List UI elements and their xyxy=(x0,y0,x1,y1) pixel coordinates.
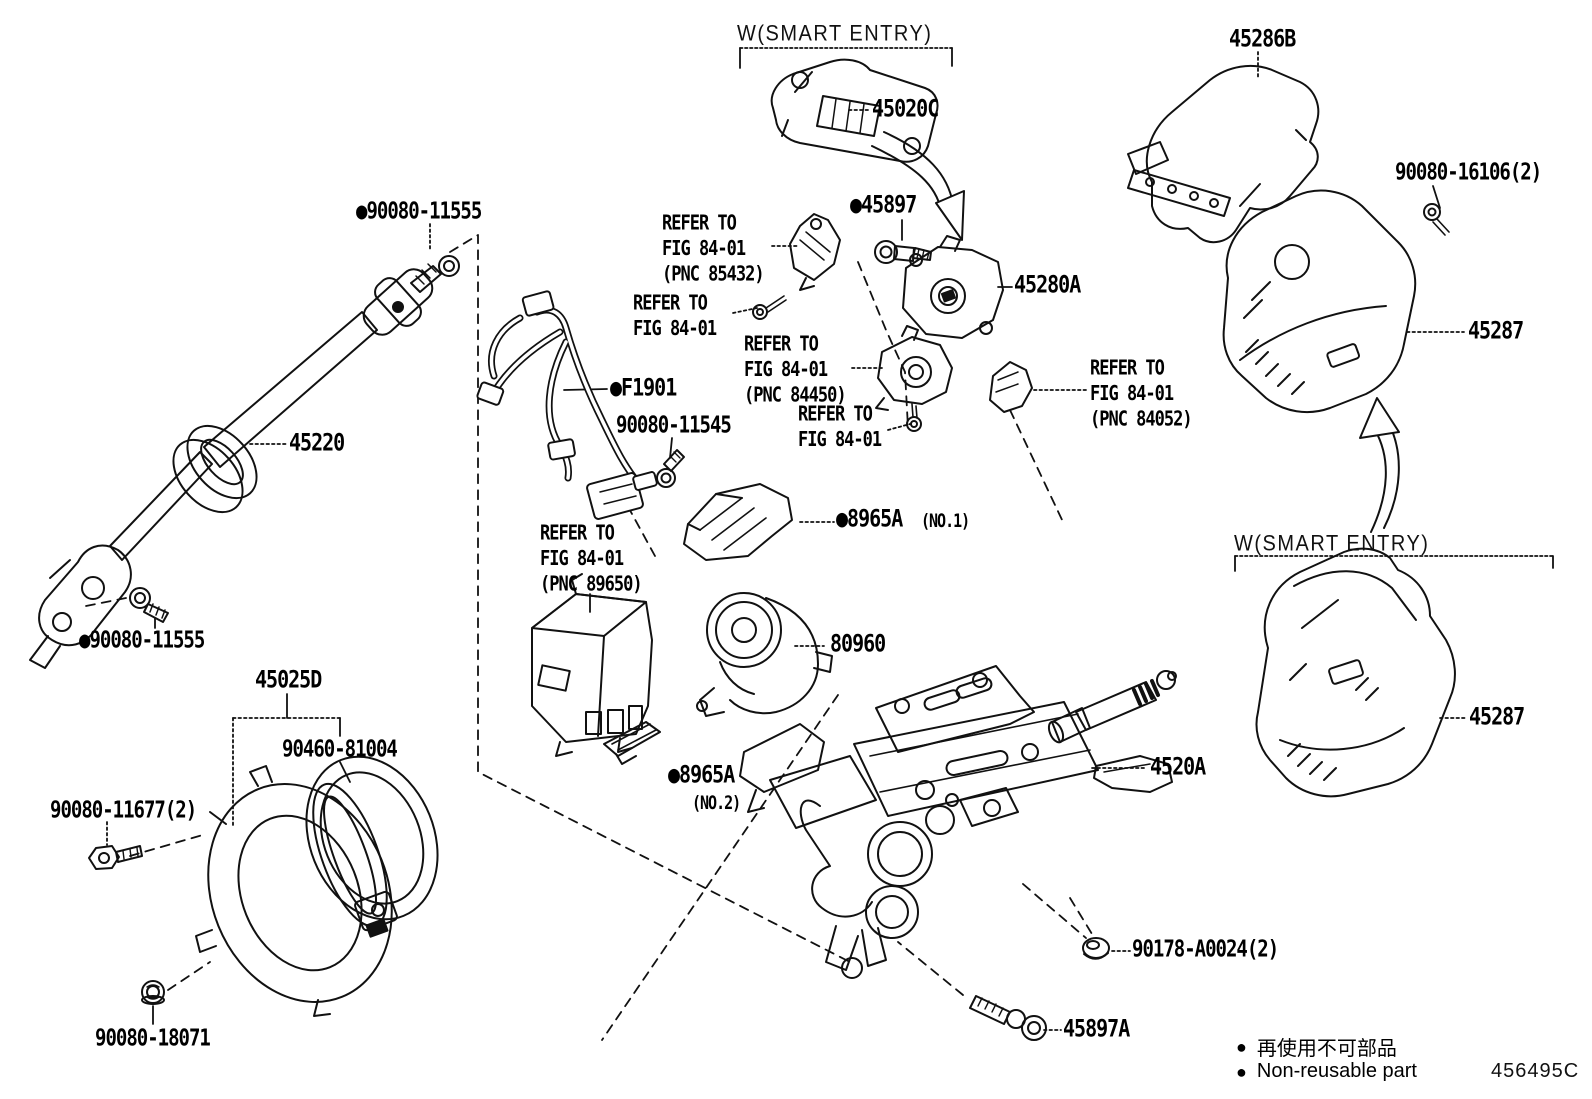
part-label-90080-11555-bottom: ●90080-11555 xyxy=(79,626,205,654)
refer-note-a: REFER TO FIG 84-01 xyxy=(633,291,717,342)
part-label-45025d: 45025D xyxy=(255,664,322,694)
install-direction-arrow-right xyxy=(1359,397,1400,533)
smart-entry-note-top: W(SMART ENTRY) xyxy=(737,22,933,47)
smart-entry-bracket-bottom xyxy=(1234,555,1554,572)
legend-non-reusable-en: ● Non-reusable part xyxy=(1236,1060,1417,1083)
part-45287-column-lower-cover-top xyxy=(1222,189,1417,414)
bolt-90080-11545 xyxy=(656,449,685,488)
legend-text-jp: 再使用不可部品 xyxy=(1256,1038,1397,1060)
part-pnc85432-clamp xyxy=(789,213,841,291)
install-direction-arrow-top xyxy=(871,131,965,241)
bolt-45897a xyxy=(969,995,1047,1041)
part-label-45287-top: 45287 xyxy=(1468,315,1524,345)
part-label-90080-16106: 90080-16106(2) xyxy=(1395,158,1542,186)
part-label-45020c: 45020C xyxy=(872,93,939,123)
non-reusable-bullet-icon: ● xyxy=(1236,1061,1247,1082)
part-label-45287-bottom: 45287 xyxy=(1469,701,1525,731)
part-label-90178-a0024: 90178-A0024(2) xyxy=(1132,935,1279,963)
bolt-90080-11555-lower xyxy=(129,587,169,623)
dashed-leader-lines xyxy=(85,234,1093,1041)
part-label-45897a: 45897A xyxy=(1063,1013,1130,1043)
solid-label-leaders xyxy=(152,185,1441,1025)
screw-tapping-b xyxy=(906,403,922,432)
smart-entry-note-bottom: W(SMART ENTRY) xyxy=(1234,532,1430,557)
part-label-45280a: 45280A xyxy=(1014,269,1081,299)
diagram-code: 456495C xyxy=(1491,1060,1580,1082)
non-reusable-bullet-icon: ● xyxy=(1236,1036,1247,1057)
refer-note-b: REFER TO FIG 84-01 xyxy=(798,402,882,453)
part-label-8965a-no1: ●8965A xyxy=(836,503,903,533)
part-45220-intermediate-shaft xyxy=(29,268,434,669)
part-label-90080-11555-top: ●90080-11555 xyxy=(356,197,482,225)
legend-non-reusable-jp: ● 再使用不可部品 xyxy=(1236,1032,1397,1061)
part-f1901-wire-harness xyxy=(476,290,658,520)
part-45280a-ignition-switch xyxy=(902,235,1004,339)
nut-90178-a0024 xyxy=(1082,937,1110,960)
screw-tapping-a xyxy=(752,295,787,320)
part-45020c-key-cylinder-connector xyxy=(770,58,939,163)
part-45286b-column-upper-cover xyxy=(1127,64,1320,244)
part-pnc84052-connector xyxy=(989,361,1033,413)
part-8965a-no1-bracket xyxy=(683,483,793,561)
refer-note-pnc89650: REFER TO FIG 84-01 (PNC 89650) xyxy=(540,521,643,597)
part-label-no2-suffix: (NO.2) xyxy=(692,791,741,814)
part-label-45286b: 45286B xyxy=(1229,23,1296,53)
part-80960-steering-assist-motor xyxy=(696,592,833,717)
part-pnc89650-power-steering-ecu xyxy=(531,573,653,757)
bolt-90080-11555-upper xyxy=(410,255,460,293)
part-label-90080-11545: 90080-11545 xyxy=(616,411,732,439)
refer-note-pnc84450: REFER TO FIG 84-01 (PNC 84450) xyxy=(744,332,847,408)
part-label-90080-18071: 90080-18071 xyxy=(95,1024,211,1052)
part-label-8965a-no2: ●8965A xyxy=(668,759,735,789)
nut-90080-18071 xyxy=(141,980,165,1005)
refer-note-pnc84052: REFER TO FIG 84-01 (PNC 84052) xyxy=(1090,356,1193,432)
part-label-90460-81004: 90460-81004 xyxy=(282,735,398,763)
part-90460-81004-clamp xyxy=(312,782,398,938)
part-label-90080-11677: 90080-11677(2) xyxy=(50,796,197,824)
part-label-no1-suffix: (NO.1) xyxy=(921,509,970,532)
part-45025d-column-hole-cover xyxy=(195,755,439,1017)
part-label-f1901: ●F1901 xyxy=(610,372,677,402)
smart-entry-bracket-top xyxy=(739,47,953,69)
part-label-80960: 80960 xyxy=(830,628,886,658)
screw-90080-16106 xyxy=(1423,203,1450,236)
refer-note-pnc85432: REFER TO FIG 84-01 (PNC 85432) xyxy=(662,211,765,287)
part-pnc84450-steering-lock-motor xyxy=(875,325,953,411)
part-4520a-steering-column-assembly xyxy=(739,665,1177,979)
part-45287-column-lower-cover-smart-entry xyxy=(1255,547,1456,798)
part-8965a-no2-cushion xyxy=(603,721,661,765)
part-label-45220: 45220 xyxy=(289,427,345,457)
bolt-90080-11677 xyxy=(88,845,143,870)
part-label-45897: ●45897 xyxy=(850,189,917,219)
part-label-4520a: 4520A xyxy=(1150,751,1206,781)
legend-text-en: Non-reusable part xyxy=(1256,1060,1417,1082)
